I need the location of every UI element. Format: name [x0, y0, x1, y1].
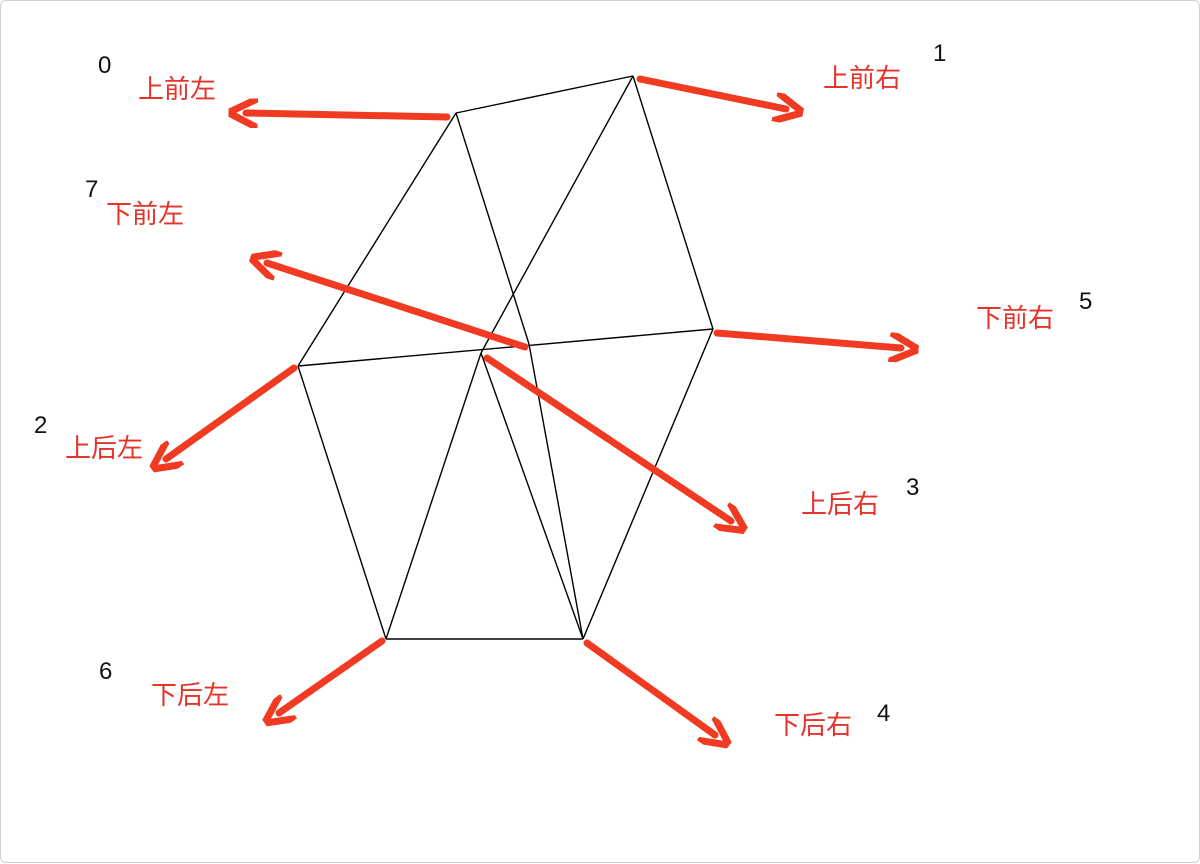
edge-AE: [455, 112, 530, 345]
edge-AC: [297, 112, 457, 367]
corner-1-index: 1: [933, 40, 946, 67]
wireframe-edges: [297, 75, 714, 640]
corner-arrows: [166, 75, 901, 735]
corner-5-label: 下前右: [976, 304, 1054, 334]
corner-6-label: 下后左: [151, 681, 229, 711]
corner-4-label: 下后右: [774, 711, 852, 741]
edge-BD: [480, 75, 634, 354]
corner-2-index: 2: [34, 412, 47, 439]
corner-0-label: 上前左: [138, 75, 216, 105]
corner-3-label: 上后右: [801, 490, 879, 520]
arrow-corner-0: [246, 113, 451, 117]
corner-1-label: 上前右: [823, 64, 901, 94]
corner-4-index: 4: [877, 700, 890, 727]
edge-AB: [455, 75, 634, 114]
corner-2-label: 上后左: [65, 434, 143, 464]
corner-3-index: 3: [906, 474, 919, 501]
corner-0-index: 0: [98, 52, 111, 79]
arrow-corner-5: [713, 329, 901, 348]
arrow-corner-4: [583, 639, 715, 735]
edge-CF: [297, 328, 714, 367]
arrow-corner-2: [166, 364, 298, 459]
arrow-corner-7: [267, 263, 529, 351]
edge-CG: [297, 365, 387, 640]
arrow-corner-6: [279, 637, 386, 713]
edge-FH: [582, 328, 714, 640]
corner-7-label: 下前左: [106, 200, 184, 230]
corner-labels: 0 上前左 1 上前右 7 下前左 5 下前右 2 上后左 3 上后右 6 下后…: [34, 40, 1092, 741]
arrow-corner-1: [636, 75, 786, 109]
arrow-corner-3: [483, 354, 731, 521]
edge-DG: [385, 352, 482, 640]
corner-6-index: 6: [99, 658, 112, 685]
corner-7-index: 7: [85, 176, 98, 203]
edge-DH: [480, 352, 584, 640]
edge-BF: [632, 75, 714, 330]
corner-5-index: 5: [1079, 288, 1092, 315]
